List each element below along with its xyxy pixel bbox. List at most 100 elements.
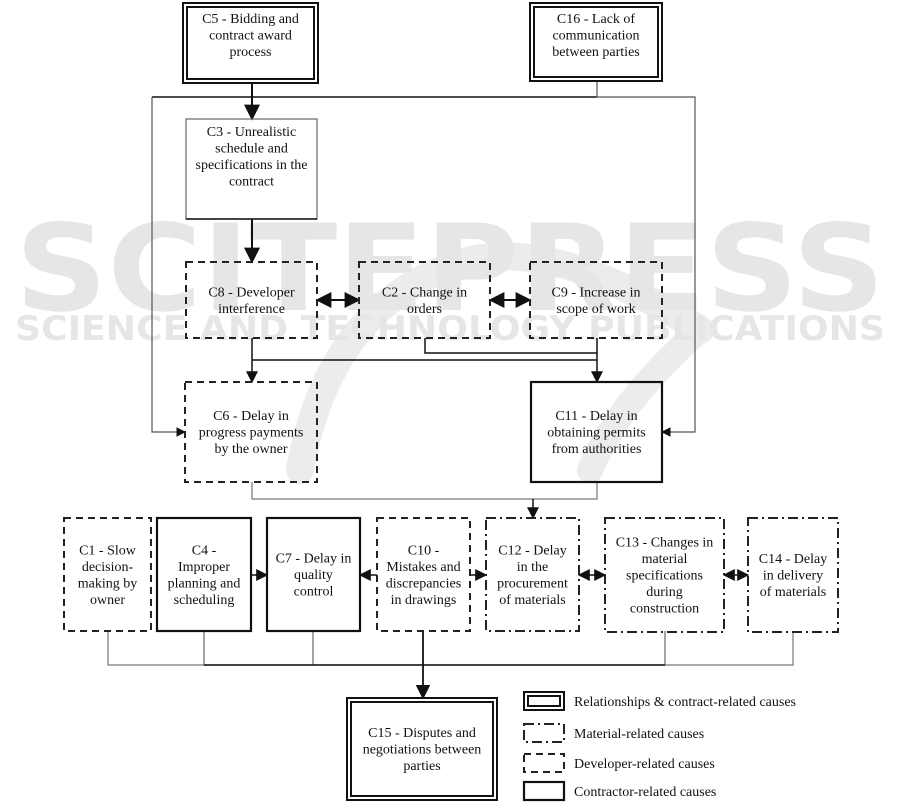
node-label-line: Mistakes and xyxy=(386,560,460,575)
node-label-line: discrepancies xyxy=(386,576,461,591)
node-label-line: C15 - Disputes and xyxy=(368,726,476,741)
node-label-line: during xyxy=(646,585,683,600)
legend-label: Contractor-related causes xyxy=(574,785,716,800)
node-label-line: contract award xyxy=(209,29,292,44)
node-label-line: making by xyxy=(78,576,138,591)
node-label-line: C10 - xyxy=(408,543,440,558)
node-label-line: in the xyxy=(517,560,549,575)
node-label-line: specifications in the xyxy=(196,158,308,173)
node-c8: C8 - Developer interference xyxy=(185,261,318,339)
legend-label: Material-related causes xyxy=(574,727,704,742)
node-label-line: contract xyxy=(229,175,274,190)
node-label-line: C5 - Bidding and xyxy=(202,12,299,27)
node-label-line: in delivery xyxy=(763,569,823,584)
node-label-line: C8 - Developer xyxy=(208,285,295,300)
legend-item-contractor: Contractor-related causes xyxy=(522,780,716,802)
node-c15: C15 - Disputes and negotiations betweenpa… xyxy=(346,697,498,801)
node-c10-border xyxy=(376,517,471,632)
node-label-line: communication xyxy=(552,29,639,44)
legend-swatch-developer-border xyxy=(523,753,565,773)
node-c9: C9 - Increase in scope of work xyxy=(529,261,663,339)
edges-layer xyxy=(107,81,794,700)
node-label-line: Improper xyxy=(178,560,230,575)
node-c15-outer-border xyxy=(346,697,498,801)
node-label-line: C6 - Delay in xyxy=(213,409,289,424)
node-c14-border xyxy=(747,517,839,633)
legend-item-material: Material-related causes xyxy=(523,723,704,743)
node-label-line: parties xyxy=(403,759,440,774)
node-label-line: quality xyxy=(294,568,333,583)
node-c16-outer-border xyxy=(529,2,663,82)
legend: Relationships & contract-related causesM… xyxy=(522,691,796,802)
node-c6-border xyxy=(184,381,318,483)
node-c8-border xyxy=(185,261,318,339)
node-c3: C3 - Unrealistic schedule andspecificatio… xyxy=(185,118,318,220)
node-label-line: progress payments xyxy=(199,426,304,441)
node-label-line: in drawings xyxy=(391,593,457,608)
node-label-line: C16 - Lack of xyxy=(557,12,635,27)
node-label-line: scope of work xyxy=(556,302,635,317)
edge-c2-c11 xyxy=(424,338,597,354)
node-label-line: material xyxy=(642,552,688,567)
node-label-line: control xyxy=(294,585,334,600)
legend-swatch-contractor-border xyxy=(522,780,566,802)
legend-label: Developer-related causes xyxy=(574,757,715,772)
node-label-line: C14 - Delay xyxy=(759,552,827,567)
node-c15-inner-border xyxy=(350,701,494,797)
node-label-line: schedule and xyxy=(215,142,288,157)
node-label-line: construction xyxy=(630,602,699,617)
node-c4-border xyxy=(155,516,253,633)
node-c1-border xyxy=(63,517,152,632)
node-label-line: interference xyxy=(218,302,285,317)
edge-c16-c11 xyxy=(596,81,696,437)
legend-swatch-relationship-inner-border xyxy=(527,695,561,707)
node-label-line: negotiations between xyxy=(363,743,482,758)
node-label-line: decision- xyxy=(82,560,134,575)
node-label-line: between parties xyxy=(552,45,639,60)
node-label-line: by the owner xyxy=(214,442,287,457)
legend-swatch-relationship-outer-border xyxy=(523,691,565,711)
node-label-line: C12 - Delay xyxy=(498,543,566,558)
node-c5-inner-border xyxy=(186,6,315,80)
node-label-line: obtaining permits xyxy=(547,426,645,441)
node-label-line: C7 - Delay in xyxy=(276,552,352,567)
edge-c6-c11-bus xyxy=(251,482,598,500)
node-label-line: procurement xyxy=(497,576,568,591)
node-label-line: from authorities xyxy=(552,442,642,457)
edge-c5-c6 xyxy=(151,97,186,437)
node-label-line: C13 - Changes in xyxy=(616,536,714,551)
node-label-line: of materials xyxy=(499,593,565,608)
legend-item-relationship: Relationships & contract-related causes xyxy=(523,691,796,711)
node-c16-inner-border xyxy=(533,6,659,78)
node-c13: C13 - Changes inmaterialspecificationsdu… xyxy=(604,517,725,633)
legend-item-developer: Developer-related causes xyxy=(523,753,715,773)
node-label-line: of materials xyxy=(760,585,826,600)
node-label-line: process xyxy=(230,45,272,60)
node-label-line: planning and xyxy=(168,576,241,591)
node-label-line: C9 - Increase in xyxy=(551,285,640,300)
node-label-line: C3 - Unrealistic xyxy=(207,125,296,140)
node-c13-border xyxy=(604,517,725,633)
legend-label: Relationships & contract-related causes xyxy=(574,695,796,710)
node-label-line: C4 - xyxy=(192,543,217,558)
node-label-line: C1 - Slow xyxy=(79,543,137,558)
edge-bottom-bus xyxy=(107,631,794,666)
node-c7-border xyxy=(265,516,362,633)
node-c5-outer-border xyxy=(182,2,319,84)
node-label-line: scheduling xyxy=(174,593,235,608)
node-c2-border xyxy=(358,261,491,339)
node-c11-border xyxy=(529,380,664,484)
node-label-line: orders xyxy=(407,302,442,317)
